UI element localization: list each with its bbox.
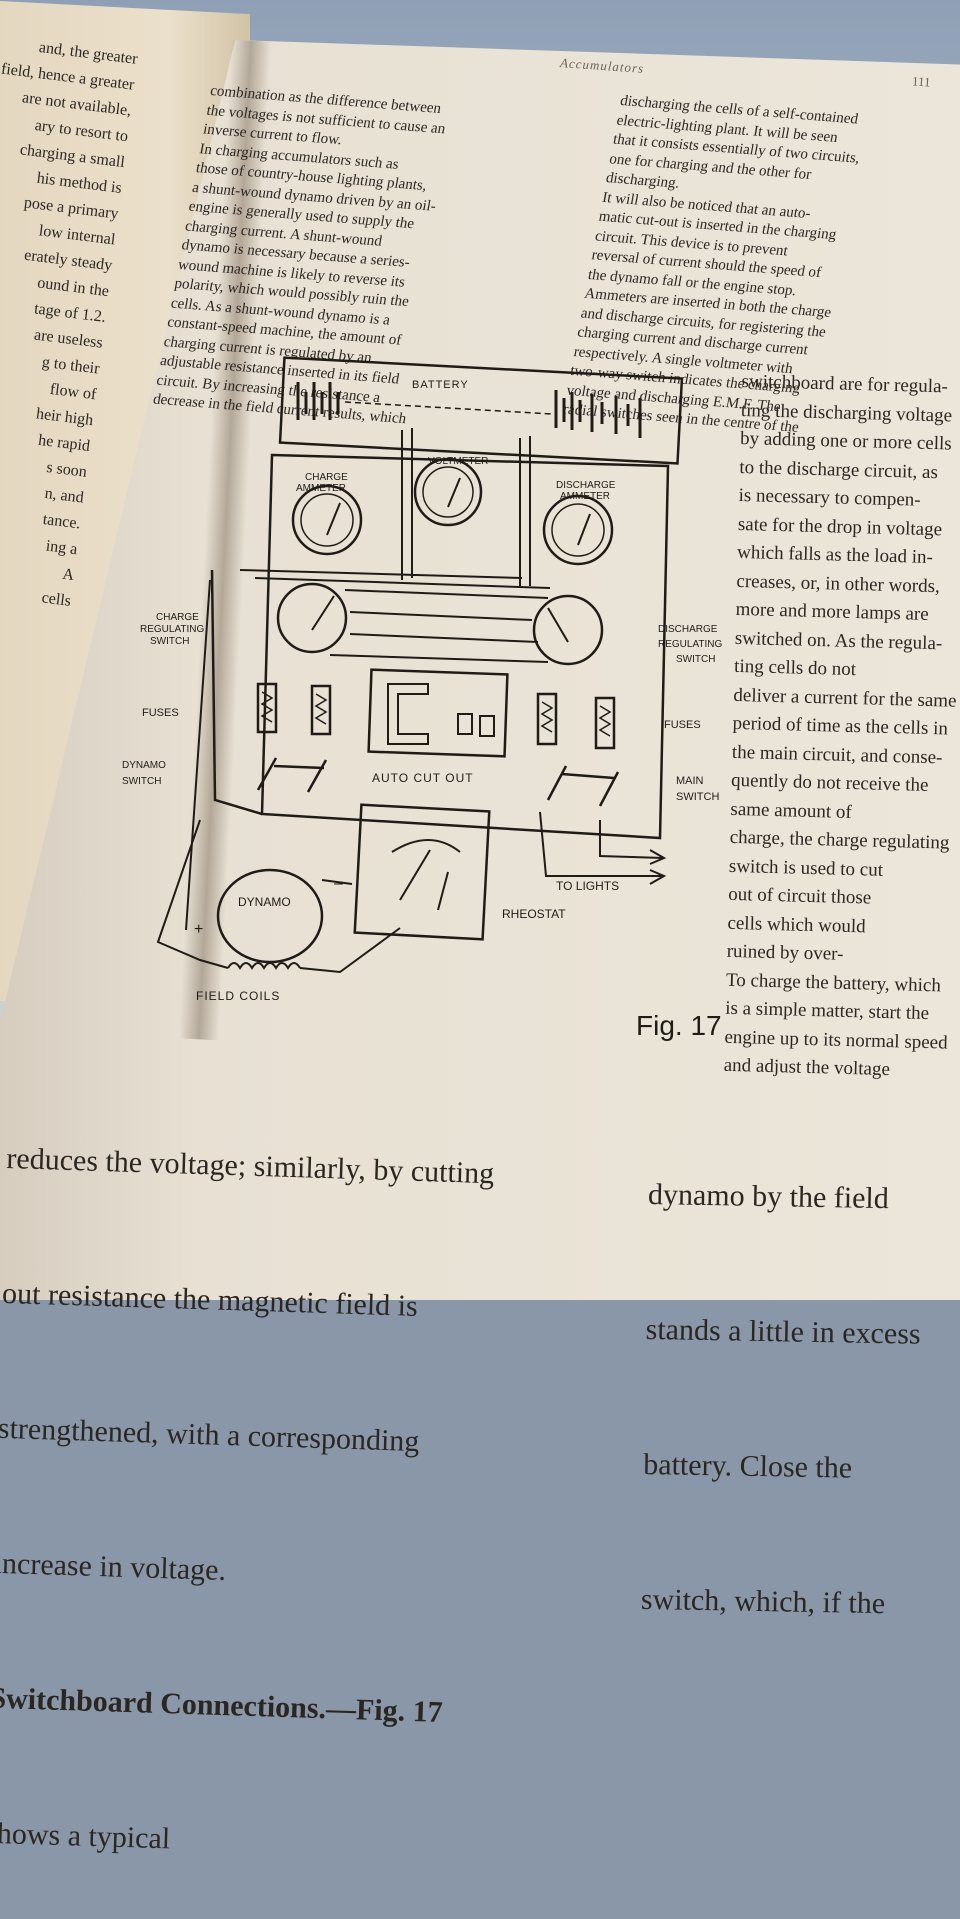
fuse-2 — [310, 684, 332, 736]
discharge-regulating-label-3: SWITCH — [676, 654, 715, 665]
board-inner — [210, 569, 263, 816]
main-switch-label-1: MAIN — [676, 775, 704, 787]
battery-frame — [278, 356, 684, 465]
charge-ammeter-label-1: CHARGE — [305, 472, 348, 483]
fuse-4 — [594, 696, 616, 750]
charge-regulating-label-2: REGULATING — [140, 624, 204, 635]
fuses-right-label: FUSES — [664, 719, 701, 731]
rheostat-label: RHEOSTAT — [502, 907, 566, 921]
bottom-right-text: dynamo by the field stands a little in e… — [640, 1082, 960, 1672]
fuses-left-label: FUSES — [142, 707, 179, 719]
voltmeter-label: VOLTMETER — [428, 456, 488, 467]
dynamo — [216, 868, 324, 964]
fuse-3 — [536, 692, 558, 746]
discharge-regulating-label-1: DISCHARGE — [658, 624, 718, 635]
discharge-regulating-switch — [532, 594, 604, 666]
dynamo-switch-label-2: SWITCH — [122, 776, 161, 787]
minus-terminal: – — [334, 875, 343, 892]
diagram-group — [156, 356, 684, 974]
text-line: shows a typical — [0, 1816, 171, 1856]
charge-regulating-switch — [276, 582, 348, 654]
bottom-left-text: reduces the voltage; similarly, by cutti… — [0, 1046, 610, 1919]
discharge-ammeter-label-2: AMMETER — [560, 491, 610, 502]
charge-ammeter — [291, 484, 363, 556]
bus-lines — [329, 589, 549, 663]
dynamo-switch-label-1: DYNAMO — [122, 760, 166, 771]
charge-ammeter-label-2: AMMETER — [296, 483, 346, 494]
voltmeter — [413, 457, 483, 527]
fuse-1 — [256, 682, 278, 734]
rheostat — [353, 803, 491, 941]
main-switch — [546, 765, 620, 807]
field-coils — [227, 962, 301, 970]
text-line: battery. Close the — [643, 1447, 853, 1485]
main-switch-label-2: SWITCH — [676, 791, 719, 803]
text-line: increase in voltage. — [0, 1546, 227, 1588]
text-line: strengthened, with a corresponding — [0, 1411, 420, 1459]
discharge-ammeter-label-1: DISCHARGE — [556, 480, 616, 491]
to-lights-label: TO LIGHTS — [556, 879, 619, 893]
section-heading: Switchboard Connections.—Fig. 17 — [0, 1681, 444, 1729]
auto-cut-out — [367, 668, 509, 758]
discharge-regulating-label-2: REGULATING — [658, 639, 722, 650]
charge-regulating-label-1: CHARGE — [156, 612, 199, 623]
plus-terminal: + — [194, 921, 203, 938]
auto-cut-out-label: AUTO CUT OUT — [372, 771, 474, 785]
text-line: switch, which, if the — [640, 1582, 886, 1621]
text-line: reduces the voltage; similarly, by cutti… — [5, 1141, 495, 1191]
dynamo-label: DYNAMO — [238, 895, 291, 909]
text-line: out resistance the magnetic field is — [1, 1276, 419, 1323]
field-coils-label: FIELD COILS — [196, 989, 280, 1003]
text-line: dynamo by the field — [647, 1177, 890, 1216]
text-line: stands a little in excess — [645, 1312, 921, 1351]
charge-regulating-label-3: SWITCH — [150, 636, 189, 647]
battery-label: BATTERY — [412, 379, 469, 391]
discharge-ammeter — [542, 494, 614, 566]
battery-dash — [344, 401, 553, 415]
wiring-diagram: BATTERY VOLTMETER CHARGE AMMETER DISCHAR… — [122, 356, 722, 1003]
diagram-labels: BATTERY VOLTMETER CHARGE AMMETER DISCHAR… — [122, 379, 722, 1003]
dynamo-switch — [256, 757, 328, 793]
figure-caption: Fig. 17 — [636, 1010, 722, 1041]
battery-cells — [296, 382, 642, 438]
